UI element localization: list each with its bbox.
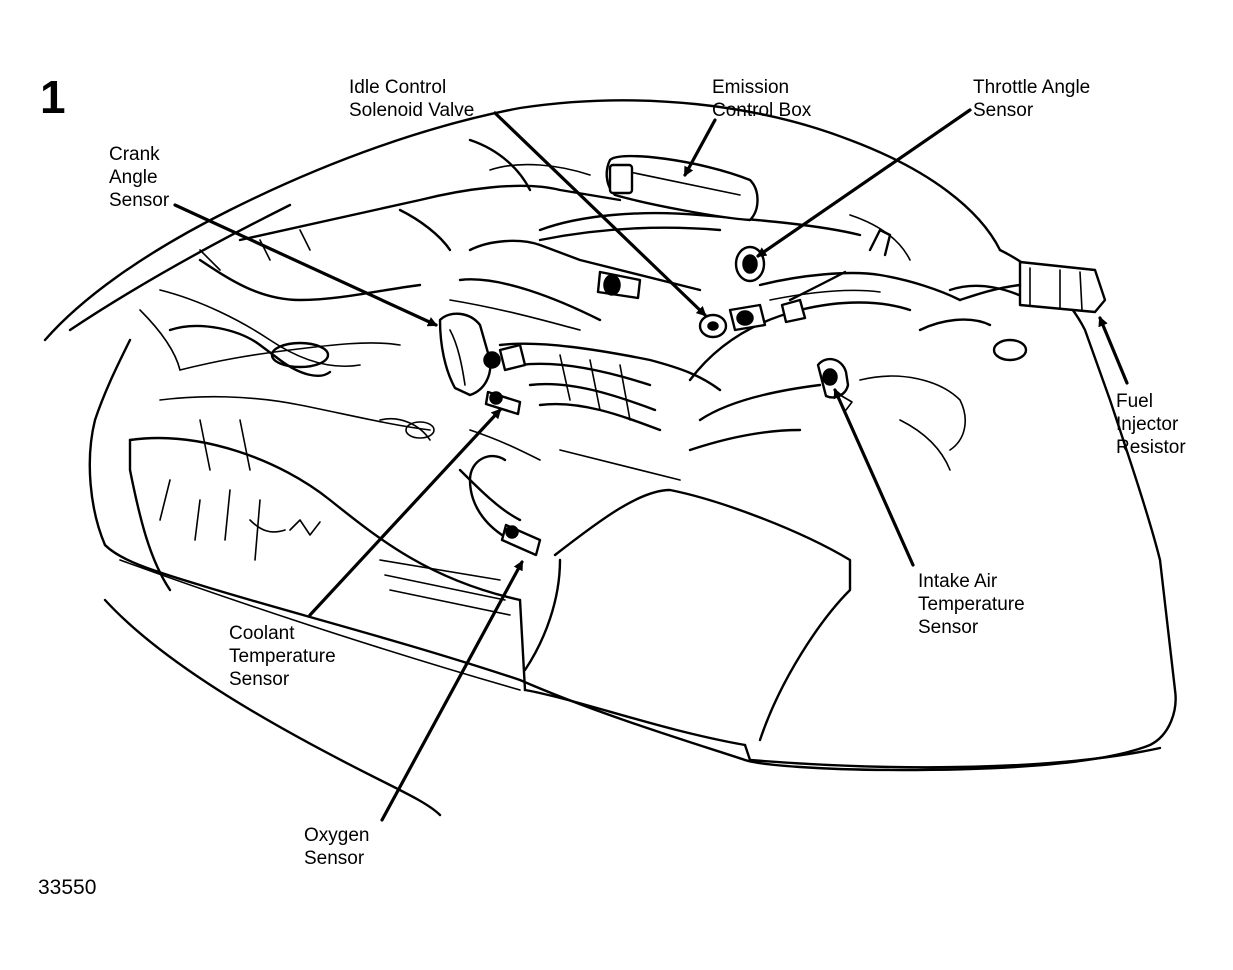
component-throttle-sensor (734, 245, 766, 283)
label-coolant-temp-sensor: Coolant Temperature Sensor (229, 622, 336, 691)
label-line: Oxygen (304, 825, 370, 846)
label-line: Intake Air (918, 571, 998, 592)
label-line: Crank (109, 144, 160, 165)
component-emission-box (605, 154, 759, 222)
label-line: Temperature (918, 594, 1025, 615)
label-line: Sensor (918, 617, 979, 638)
label-crank-angle-sensor: Crank Angle Sensor (109, 143, 169, 212)
label-fuel-injector-resistor: Fuel Injector Resistor (1116, 390, 1186, 459)
label-oxygen-sensor: Oxygen Sensor (304, 824, 369, 870)
label-line: Injector (1116, 414, 1179, 435)
component-coolant-sensor (484, 390, 522, 416)
label-throttle-angle-sensor: Throttle Angle Sensor (973, 76, 1090, 122)
component-small-cylinder (596, 270, 642, 300)
component-intake-air-sensor (816, 357, 853, 411)
label-line: Emission (712, 77, 790, 98)
component-crank-sensor (438, 312, 527, 397)
label-line: Sensor (229, 669, 290, 690)
label-line: Solenoid Valve (349, 100, 475, 121)
label-line: Sensor (304, 848, 365, 869)
label-line: Sensor (109, 190, 170, 211)
label-line: Fuel (1116, 391, 1153, 412)
label-line: Control Box (712, 100, 812, 121)
component-fuel-resistor (958, 260, 1107, 314)
label-idle-control-valve: Idle Control Solenoid Valve (349, 76, 474, 122)
figure-number: 1 (40, 71, 66, 123)
label-line: Angle (109, 167, 158, 188)
label-line: Temperature (229, 646, 336, 667)
component-idle-valve (698, 270, 847, 339)
label-line: Idle Control (349, 77, 447, 98)
car-body-outline (43, 99, 1177, 817)
label-line: Resistor (1116, 437, 1186, 458)
label-line: Sensor (973, 100, 1034, 121)
label-emission-control-box: Emission Control Box (712, 76, 811, 122)
label-line: Throttle Angle (973, 77, 1091, 98)
label-intake-air-temp-sensor: Intake Air Temperature Sensor (918, 570, 1025, 639)
component-oxygen-sensor (468, 454, 542, 557)
figure-code: 33550 (38, 876, 97, 899)
engine-bay-details (139, 138, 1032, 536)
leader-lines (173, 108, 1129, 822)
label-line: Coolant (229, 623, 295, 644)
front-panels (128, 436, 852, 747)
